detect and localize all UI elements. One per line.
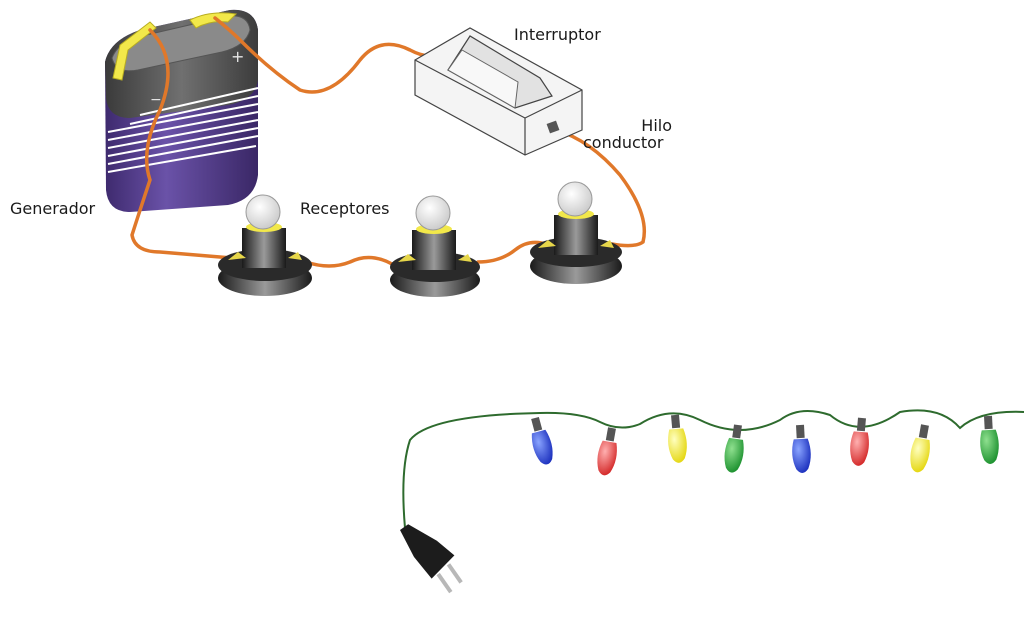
label-generator: Generador	[10, 199, 96, 218]
garland-bulb-red	[597, 427, 617, 476]
garland-bulb-yellow	[668, 414, 687, 463]
garland-bulb-yellow	[910, 424, 930, 473]
bulb-2	[390, 195, 480, 297]
bulb-1	[218, 194, 312, 296]
garland-bulbs	[531, 414, 999, 476]
label-switch: Interruptor	[514, 25, 601, 44]
light-garland	[400, 409, 1024, 594]
conductor-wires	[130, 16, 647, 268]
positive-terminal	[189, 12, 238, 29]
label-receivers: Receptores	[300, 199, 390, 218]
plug-icon	[400, 524, 463, 594]
label-wire-line2: conductor	[583, 133, 664, 152]
garland-bulb-green	[724, 424, 744, 473]
garland-wire	[402, 409, 1024, 529]
garland-bulb-green	[980, 415, 999, 464]
garland-bulb-blue	[792, 424, 811, 473]
bulb-3	[530, 181, 622, 284]
battery-stripes	[107, 87, 259, 173]
receiver-bulbs	[218, 181, 622, 297]
plus-sign: +	[231, 47, 244, 66]
negative-terminal	[112, 21, 157, 81]
minus-sign: −	[150, 92, 162, 108]
switch	[414, 27, 583, 156]
garland-bulb-blue	[531, 416, 553, 465]
label-wire-line1: Hilo	[641, 116, 672, 135]
garland-bulb-red	[850, 417, 869, 466]
battery-generator: − +	[105, 9, 259, 213]
